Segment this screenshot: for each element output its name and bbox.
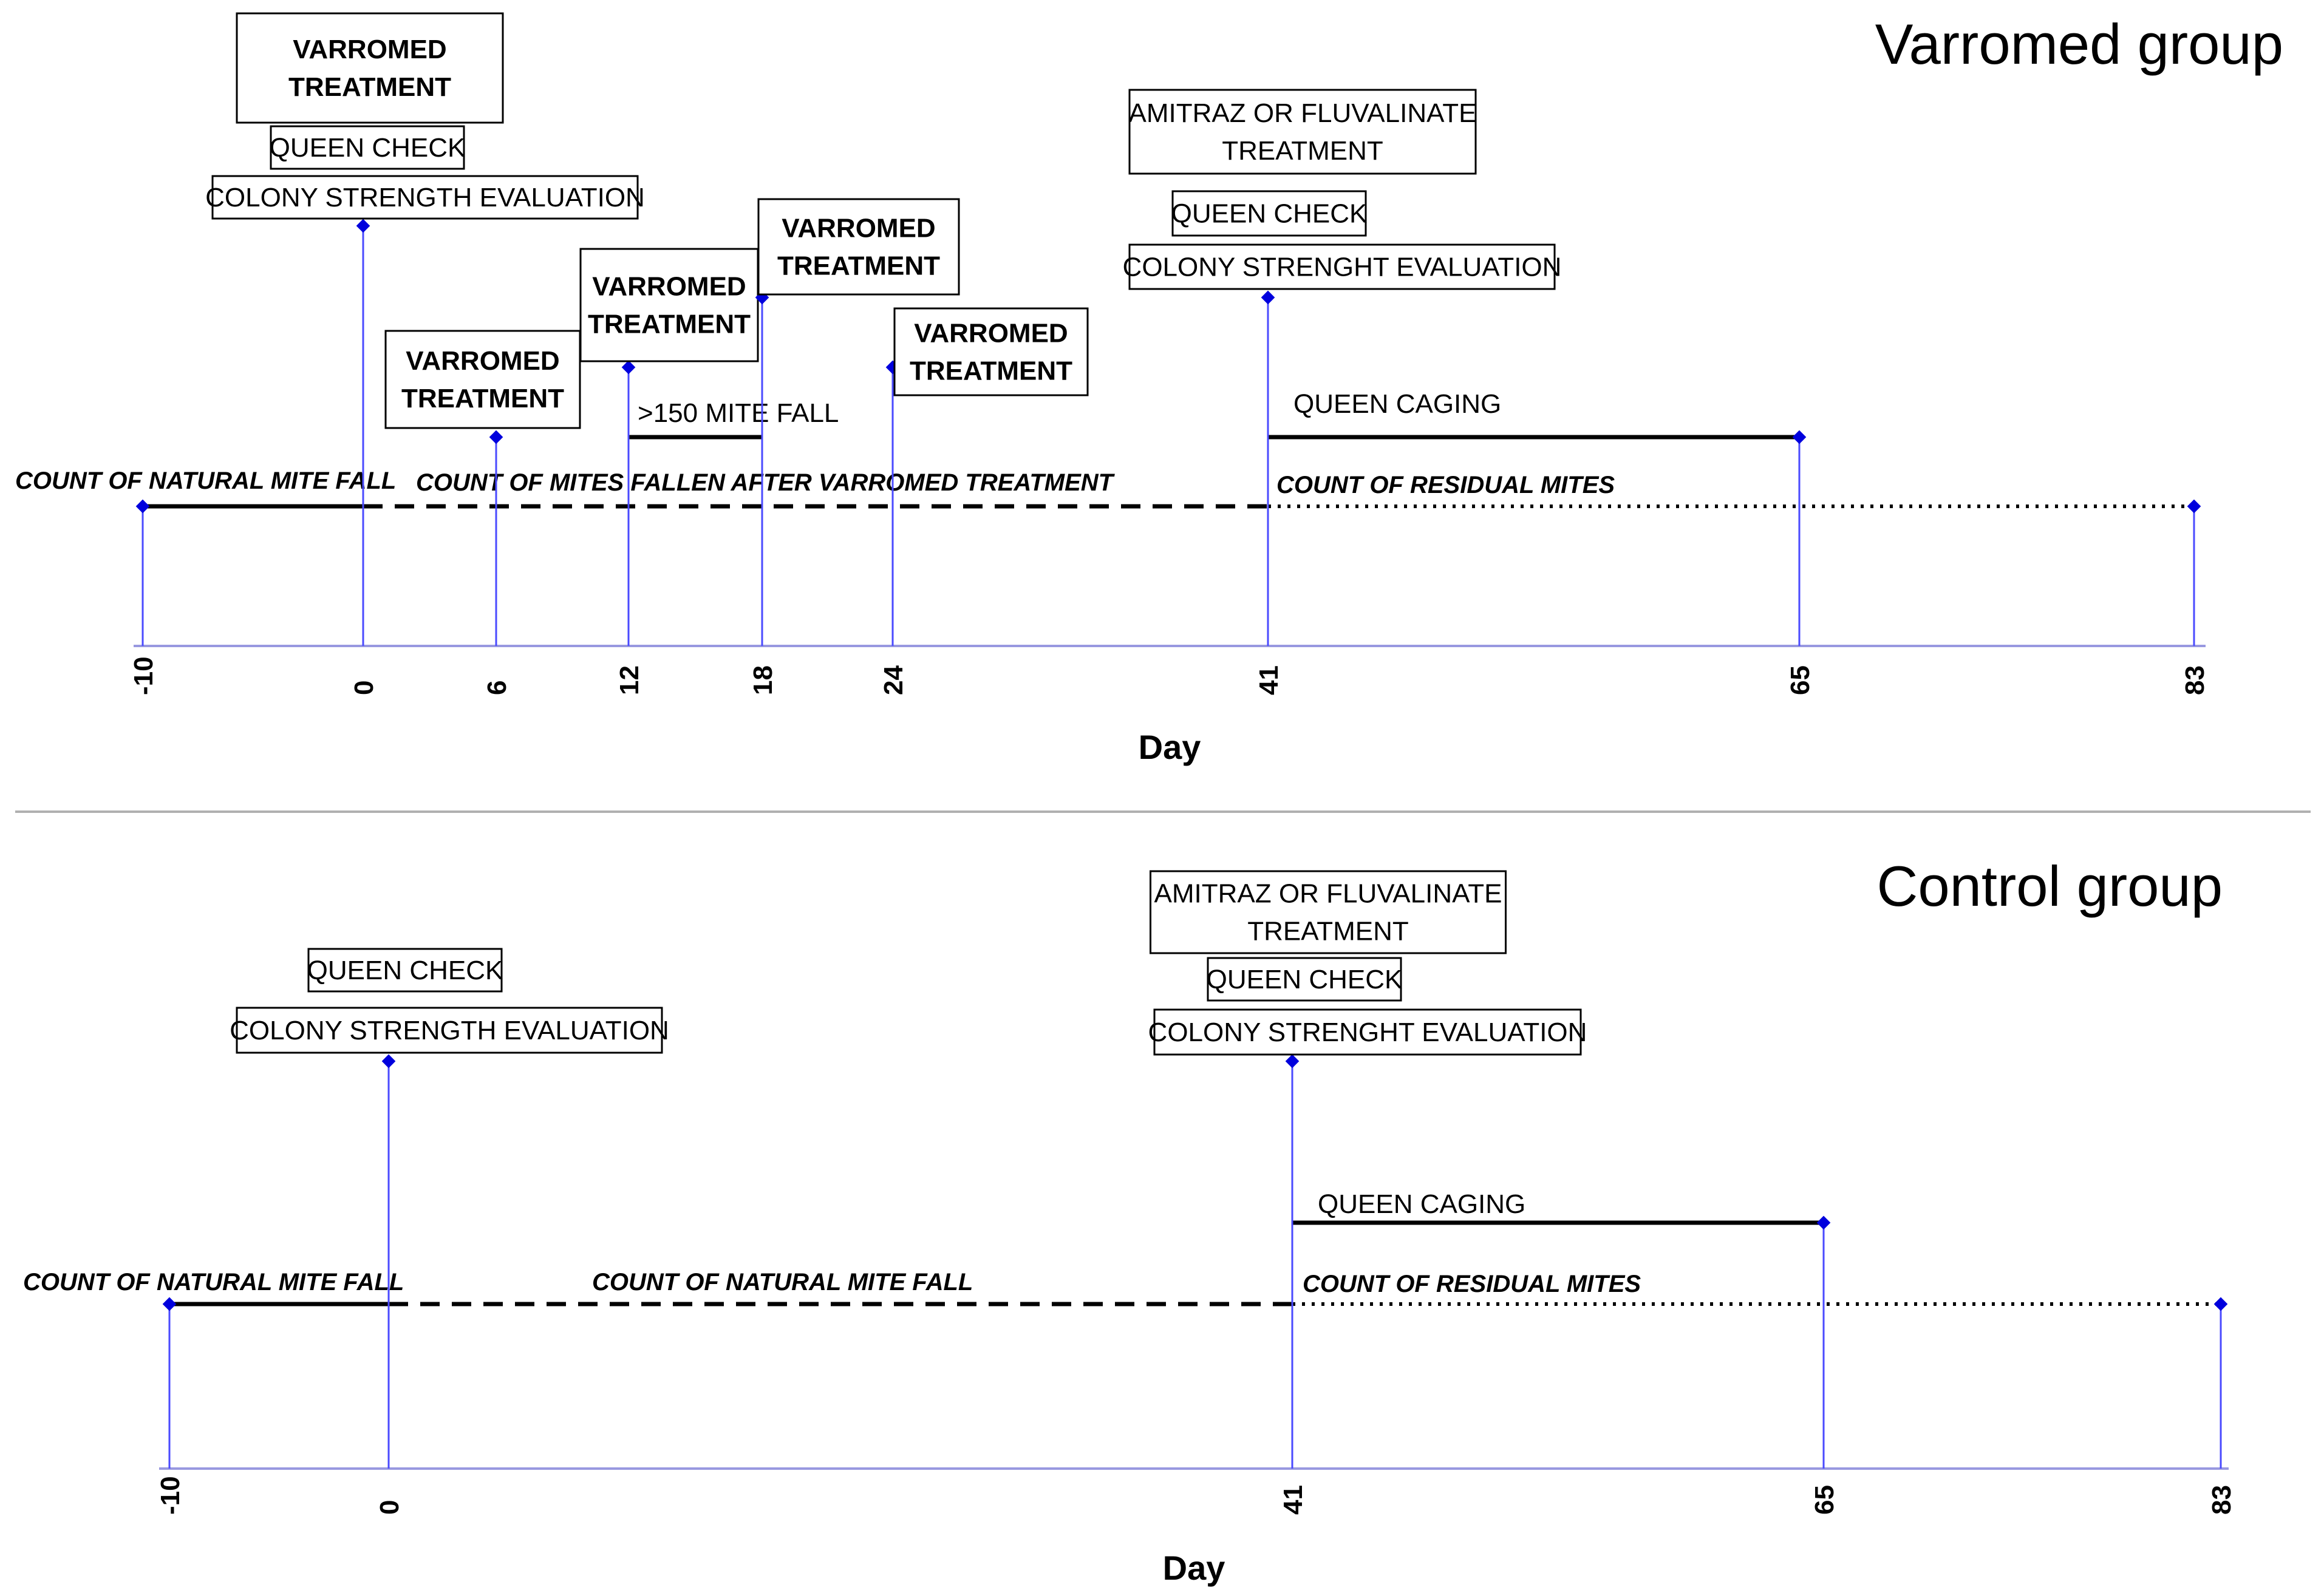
event-point bbox=[162, 1297, 177, 1311]
event-label-text: COLONY STRENGTH EVALUATION bbox=[230, 1016, 669, 1045]
event-point bbox=[489, 430, 503, 444]
label-box-frame bbox=[236, 1007, 663, 1054]
event-label-text: TREATMENT bbox=[401, 384, 564, 413]
event-label-box: VARROMED TREATMENT bbox=[579, 248, 759, 362]
event-point bbox=[1792, 430, 1807, 444]
event-label-box: COLONY STRENGTH EVALUATION bbox=[205, 175, 645, 220]
period-label: COUNT OF RESIDUAL MITES bbox=[1276, 472, 1615, 498]
event-label-text: COLONY STRENGHT EVALUATION bbox=[1123, 253, 1562, 282]
x-tick-label: 83 bbox=[2207, 1485, 2237, 1515]
x-tick-label: 0 bbox=[375, 1500, 404, 1515]
event-label-box: VARROMED TREATMENT bbox=[236, 12, 504, 124]
label-box-frame bbox=[1150, 870, 1507, 954]
event-label-box: AMITRAZ OR FLUVALINATE TREATMENT bbox=[1150, 870, 1507, 954]
event-point bbox=[2213, 1297, 2228, 1311]
label-box-frame bbox=[211, 175, 639, 220]
period-label: COUNT OF NATURAL MITE FALL bbox=[23, 1269, 404, 1296]
interval-bar-label: >150 MITE FALL bbox=[638, 398, 839, 428]
event-label-text: AMITRAZ OR FLUVALINATE bbox=[1154, 879, 1502, 909]
x-tick-label: 12 bbox=[615, 665, 644, 695]
event-point bbox=[381, 1054, 396, 1068]
event-label-box: QUEEN CHECK bbox=[1207, 957, 1403, 1002]
event-label-text: TREATMENT bbox=[777, 251, 940, 281]
event-label-text: VARROMED bbox=[406, 346, 559, 376]
event-label-box: QUEEN CHECK bbox=[1171, 190, 1368, 237]
x-tick-label: 41 bbox=[1254, 665, 1284, 695]
event-point bbox=[2187, 499, 2201, 514]
period-label: COUNT OF NATURAL MITE FALL bbox=[592, 1269, 973, 1296]
event-label-text: TREATMENT bbox=[1247, 917, 1409, 946]
x-axis-title: Day bbox=[1163, 1549, 1225, 1587]
label-box-frame bbox=[384, 330, 581, 429]
event-label-box: COLONY STRENGTH EVALUATION bbox=[230, 1007, 669, 1054]
event-label-text: QUEEN CHECK bbox=[270, 133, 466, 163]
event-point bbox=[1816, 1215, 1831, 1230]
period-label: COUNT OF NATURAL MITE FALL bbox=[15, 467, 396, 494]
label-box-frame bbox=[893, 307, 1089, 396]
event-label-text: QUEEN CHECK bbox=[1207, 965, 1403, 994]
event-label-text: QUEEN CHECK bbox=[307, 956, 503, 985]
label-box-frame bbox=[236, 12, 504, 124]
x-tick-label: -10 bbox=[129, 656, 158, 695]
interval-bar-label: QUEEN CAGING bbox=[1318, 1189, 1525, 1219]
event-label-text: VARROMED bbox=[914, 319, 1068, 348]
event-label-box: QUEEN CHECK bbox=[307, 948, 503, 993]
event-label-text: VARROMED bbox=[293, 35, 446, 64]
label-box-frame bbox=[1128, 89, 1477, 175]
x-tick-label: 65 bbox=[1810, 1485, 1839, 1515]
period-label: COUNT OF MITES FALLEN AFTER VARROMED TRE… bbox=[416, 469, 1116, 496]
label-box-frame bbox=[757, 198, 960, 296]
event-point bbox=[1285, 1054, 1300, 1068]
event-point bbox=[135, 499, 150, 514]
label-box-frame bbox=[1153, 1008, 1582, 1056]
x-tick-label: 24 bbox=[879, 665, 908, 695]
event-label-text: TREATMENT bbox=[288, 72, 451, 102]
label-box-frame bbox=[307, 948, 503, 993]
interval-bar-label: QUEEN CAGING bbox=[1293, 389, 1501, 419]
event-label-box: COLONY STRENGHT EVALUATION bbox=[1123, 243, 1562, 290]
label-box-frame bbox=[579, 248, 759, 362]
event-label-text: TREATMENT bbox=[910, 356, 1072, 386]
label-box-frame bbox=[1128, 243, 1556, 290]
event-label-text: TREATMENT bbox=[588, 310, 751, 339]
event-label-box: VARROMED TREATMENT bbox=[757, 198, 960, 296]
x-tick-label: 65 bbox=[1785, 665, 1815, 695]
event-label-text: QUEEN CHECK bbox=[1171, 199, 1368, 229]
x-tick-label: 0 bbox=[349, 681, 379, 695]
event-label-text: VARROMED bbox=[782, 214, 935, 243]
x-tick-label: -10 bbox=[155, 1476, 185, 1515]
event-point bbox=[356, 219, 370, 233]
event-label-box: QUEEN CHECK bbox=[270, 125, 466, 170]
event-label-text: AMITRAZ OR FLUVALINATE bbox=[1129, 98, 1477, 128]
event-label-box: VARROMED TREATMENT bbox=[893, 307, 1089, 396]
x-tick-label: 41 bbox=[1278, 1485, 1308, 1515]
event-label-box: AMITRAZ OR FLUVALINATE TREATMENT bbox=[1128, 89, 1477, 175]
event-label-box: COLONY STRENGHT EVALUATION bbox=[1148, 1008, 1587, 1056]
group-title: Varromed group bbox=[1875, 12, 2283, 76]
x-tick-label: 6 bbox=[482, 681, 512, 695]
label-box-frame bbox=[1171, 190, 1367, 237]
period-label: COUNT OF RESIDUAL MITES bbox=[1303, 1271, 1641, 1297]
event-label-text: VARROMED bbox=[592, 272, 746, 302]
x-tick-label: 18 bbox=[748, 665, 778, 695]
group-title: Control group bbox=[1876, 854, 2223, 918]
event-point bbox=[1261, 290, 1275, 305]
x-axis-title: Day bbox=[1139, 728, 1201, 766]
x-tick-label: 83 bbox=[2180, 665, 2210, 695]
event-label-text: TREATMENT bbox=[1222, 136, 1383, 166]
event-label-text: COLONY STRENGHT EVALUATION bbox=[1148, 1018, 1587, 1047]
event-point bbox=[621, 360, 636, 375]
label-box-frame bbox=[1207, 957, 1402, 1002]
event-label-box: VARROMED TREATMENT bbox=[384, 330, 581, 429]
label-box-frame bbox=[270, 125, 465, 170]
event-label-text: COLONY STRENGTH EVALUATION bbox=[205, 183, 645, 212]
